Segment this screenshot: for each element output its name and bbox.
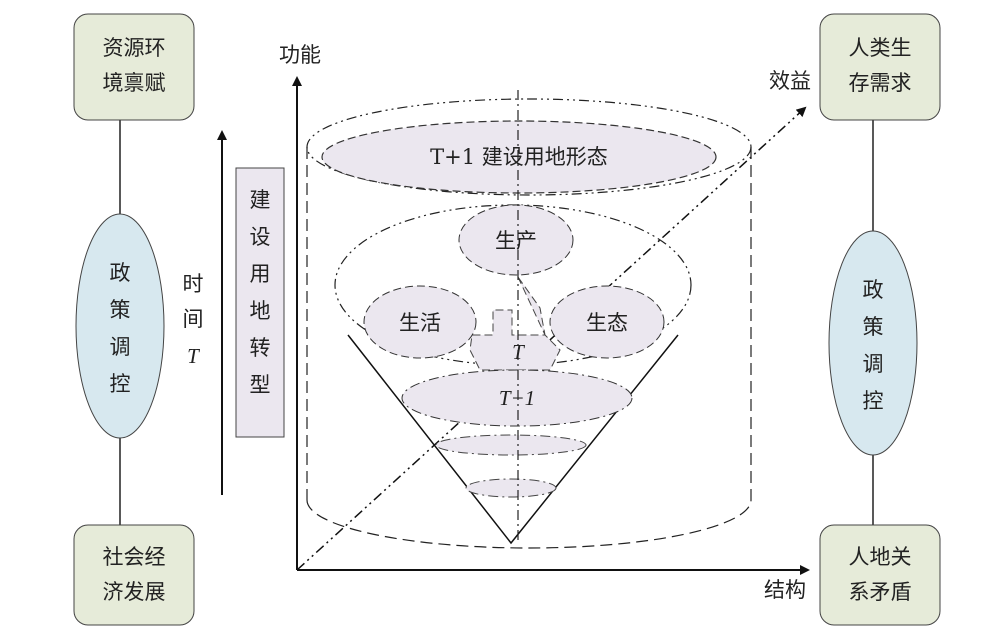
right-policy-ellipse xyxy=(828,230,918,456)
transition-4: 地 xyxy=(250,299,271,323)
left-policy-3: 调 xyxy=(110,335,131,359)
right-policy-4: 控 xyxy=(863,389,884,413)
t-minus-1-ellipse xyxy=(401,369,633,427)
right-top-line1: 人类生 xyxy=(849,36,912,60)
production-label: 生产 xyxy=(495,229,537,253)
left-policy-1: 政 xyxy=(110,261,131,285)
living-ellipse xyxy=(363,285,477,359)
left-top-box xyxy=(73,13,195,121)
left-bottom-line1: 社会经 xyxy=(103,545,166,569)
left-policy-2: 策 xyxy=(110,298,131,322)
production-ellipse xyxy=(458,204,574,276)
right-policy-3: 调 xyxy=(863,352,884,376)
right-bottom-line2: 系矛盾 xyxy=(849,580,912,604)
right-bottom-box xyxy=(819,524,941,626)
t-plus-1-label: T+1 建设用地形态 xyxy=(430,145,608,169)
benefit-axis xyxy=(296,106,807,571)
right-policy-1: 政 xyxy=(863,278,884,302)
t-growth-arrow xyxy=(469,276,561,371)
layer-ellipse-1 xyxy=(465,478,557,498)
benefit-label: 效益 xyxy=(769,69,811,93)
right-top-box xyxy=(819,13,941,121)
transition-6: 型 xyxy=(250,373,271,397)
t-plus-1-ellipse xyxy=(321,120,717,194)
left-policy-ellipse xyxy=(75,213,165,439)
left-policy-4: 控 xyxy=(110,372,131,396)
x-axis-label: 结构 xyxy=(764,578,806,602)
transition-3: 用 xyxy=(250,262,271,286)
right-top-line2: 存需求 xyxy=(849,71,912,95)
right-bottom-line1: 人地关 xyxy=(849,545,912,569)
layer-ellipse-2 xyxy=(435,434,587,456)
t-label: T xyxy=(512,340,525,364)
left-bottom-line2: 济发展 xyxy=(103,580,166,604)
ecology-label: 生态 xyxy=(586,311,628,335)
transition-1: 建 xyxy=(250,188,271,212)
t-minus-1-label: T−1 xyxy=(499,386,535,410)
time-label-1: 时 xyxy=(183,272,204,296)
transition-5: 转 xyxy=(250,336,271,360)
time-label-3: T xyxy=(187,344,200,368)
transition-2: 设 xyxy=(250,225,271,249)
y-axis-label: 功能 xyxy=(279,43,321,67)
right-policy-2: 策 xyxy=(863,315,884,339)
time-label-2: 间 xyxy=(183,307,204,331)
left-top-line2: 境禀赋 xyxy=(103,71,166,95)
living-label: 生活 xyxy=(399,311,441,335)
left-top-line1: 资源环 xyxy=(103,36,166,60)
left-bottom-box xyxy=(73,524,195,626)
transition-box xyxy=(235,167,285,438)
cylinder xyxy=(306,98,752,549)
ecology-ellipse xyxy=(549,285,665,359)
